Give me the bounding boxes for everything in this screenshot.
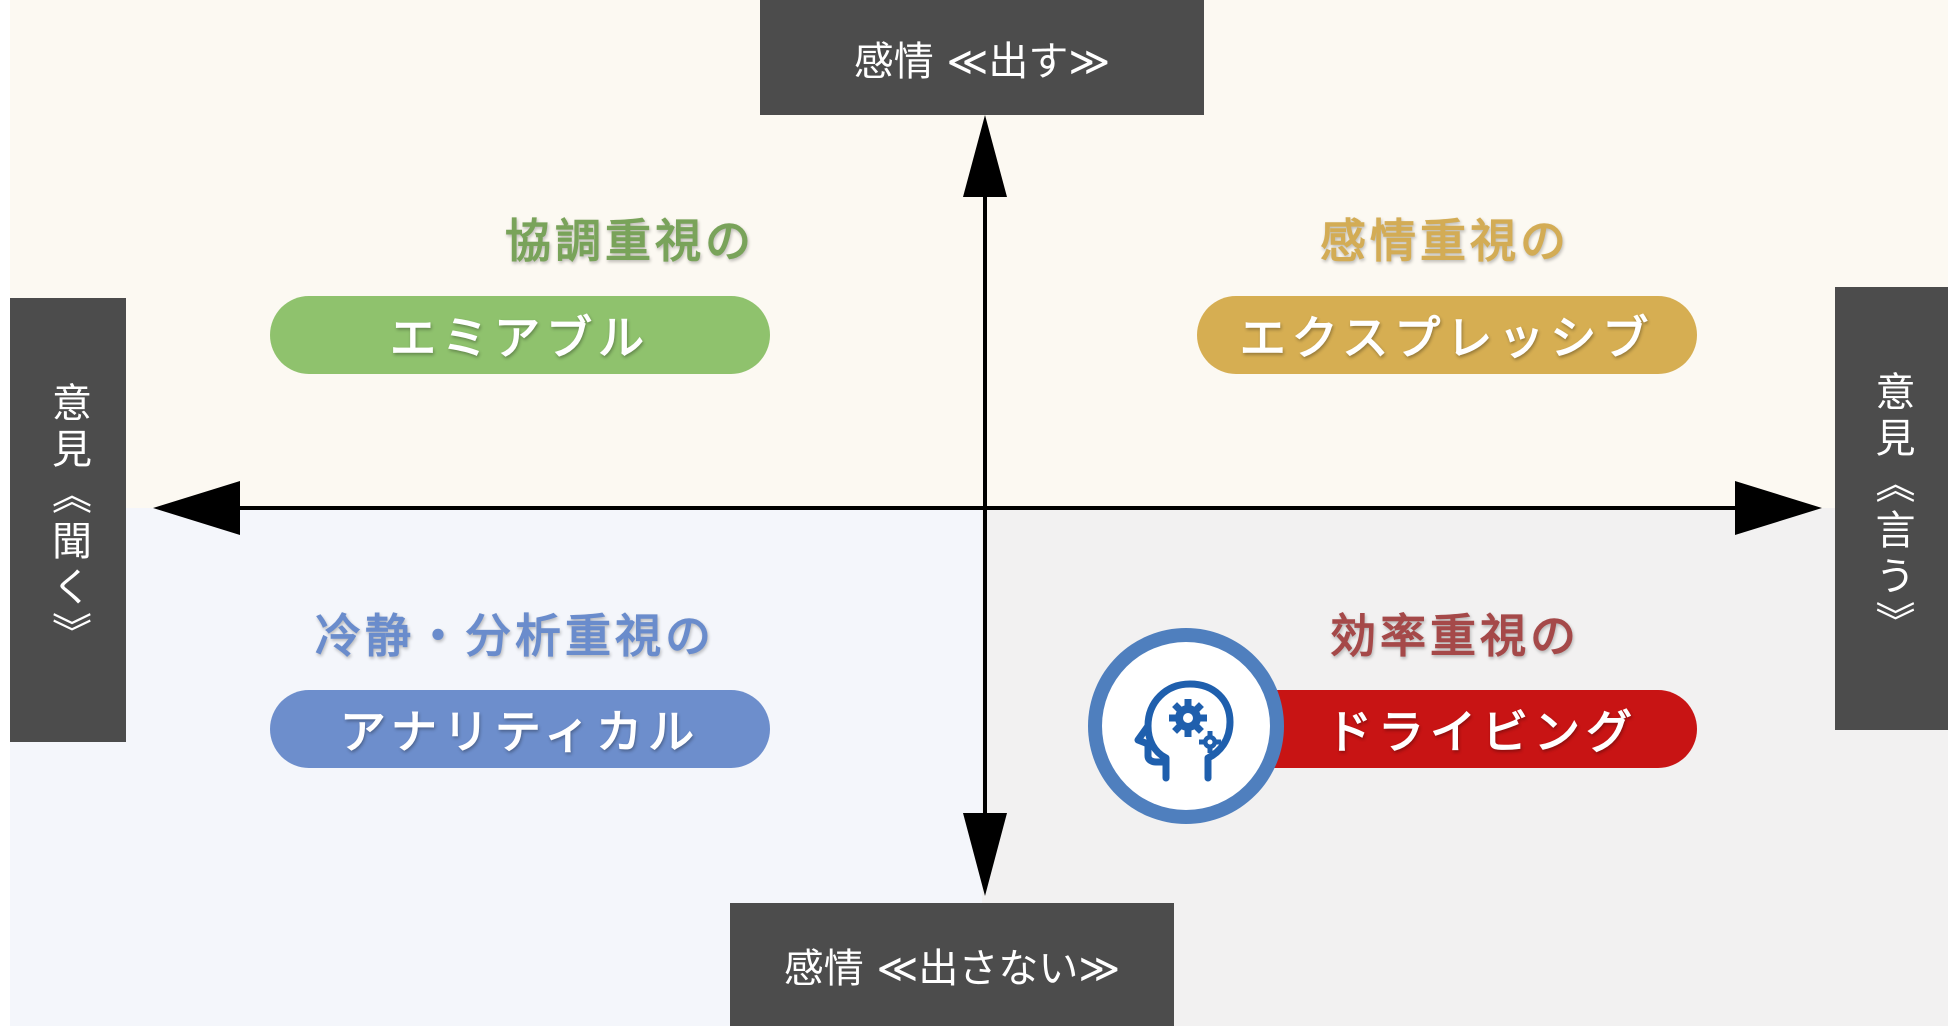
axis-label-top-text: 感情 ≪出す≫ <box>853 38 1111 85</box>
analytical-type-pill: アナリティカル <box>270 690 770 768</box>
quadrant-top-left-heading: 協調重視の <box>505 214 755 268</box>
axis-label-right: 意見《言う》 <box>1835 287 1948 730</box>
right-arrowhead <box>1735 481 1822 535</box>
axis-label-left-text: 意見《聞く》 <box>45 382 91 658</box>
left-arrowhead <box>153 481 240 535</box>
head-gears-icon <box>1134 680 1234 782</box>
quadrant-top-right-heading: 感情重視の <box>1320 214 1570 268</box>
up-arrowhead <box>963 115 1007 197</box>
axis-label-right-text: 意見《言う》 <box>1868 370 1915 647</box>
expressive-type-label: エクスプレッシブ <box>1239 311 1655 365</box>
amiable-type-pill: エミアブル <box>270 296 770 374</box>
expressive-type-pill: エクスプレッシブ <box>1197 296 1697 374</box>
analytical-type-label: アナリティカル <box>339 705 701 759</box>
axis-label-left: 意見《聞く》 <box>10 298 126 742</box>
quadrant-bottom-right-heading: 効率重視の <box>1330 609 1580 663</box>
driving-type-label: ドライビング <box>1326 705 1638 759</box>
head-gears-badge <box>1088 628 1284 824</box>
axis-label-bottom-text: 感情 ≪出さない≫ <box>783 945 1121 992</box>
down-arrowhead <box>963 813 1007 896</box>
axis-label-top: 感情 ≪出す≫ <box>760 0 1204 115</box>
quadrant-bottom-left-heading: 冷静・分析重視の <box>315 609 715 663</box>
amiable-type-label: エミアブル <box>390 311 650 365</box>
axis-label-bottom: 感情 ≪出さない≫ <box>730 903 1174 1026</box>
